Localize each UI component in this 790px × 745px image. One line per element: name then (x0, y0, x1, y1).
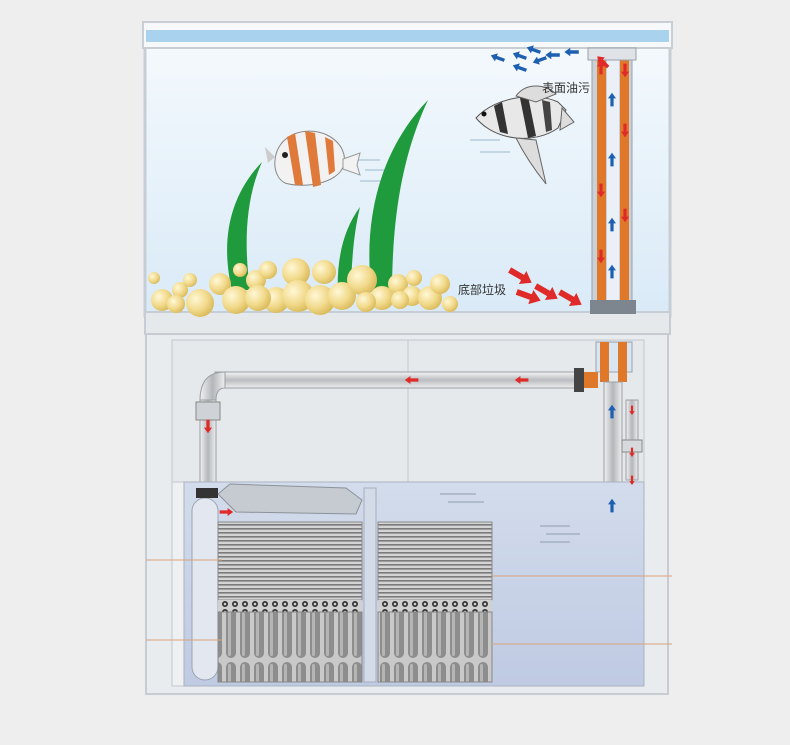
arrow-icon (629, 405, 635, 415)
gravel-ball (312, 260, 336, 284)
gravel-substrate (148, 258, 458, 317)
return-pipe (195, 368, 598, 483)
arrow-icon (607, 217, 617, 232)
leader-lines (146, 559, 672, 645)
arrow-icon (597, 56, 610, 69)
arrow-icon (629, 475, 635, 485)
arrow-icon (532, 56, 547, 65)
gravel-ball (430, 274, 450, 294)
gravel-ball (222, 286, 250, 314)
arrow-icon (545, 50, 560, 60)
arrow-icon (564, 47, 579, 57)
arrow-icon (607, 152, 617, 167)
arrow-icon (607, 404, 617, 419)
gravel-ball (391, 291, 409, 309)
bottom-flow-arrows (508, 267, 582, 306)
arrow-icon (508, 267, 532, 284)
arrow-icon (534, 283, 558, 300)
gravel-ball (209, 273, 231, 295)
arrow-icon (607, 498, 617, 513)
arrow-icon (203, 419, 213, 434)
arrow-icon (490, 53, 505, 62)
surface-flow-arrows (490, 45, 579, 72)
arrow-icon (515, 289, 541, 305)
gravel-ball (259, 261, 277, 279)
arrow-icon (514, 376, 529, 384)
angelfish-icon (475, 85, 575, 185)
gravel-ball (347, 265, 377, 295)
arrow-icon (620, 63, 630, 78)
gravel-ball (186, 289, 214, 317)
aquatic-plant (227, 100, 428, 298)
arrow-icon (629, 447, 635, 457)
arrow-icon (620, 208, 630, 223)
gravel-ball (233, 263, 247, 277)
sump-ripples (440, 493, 580, 543)
gravel-ball (305, 285, 335, 315)
gravel-ball (388, 274, 408, 294)
arrow-icon (607, 264, 617, 279)
arrow-icon (512, 51, 527, 60)
arrow-icon (219, 508, 234, 516)
arrow-icon (607, 92, 617, 107)
gravel-ball (406, 270, 422, 286)
butterflyfish-icon (265, 130, 361, 187)
gravel-ball (370, 286, 394, 310)
gravel-ball (167, 295, 185, 313)
sump-tank (183, 481, 645, 687)
arrow-icon (620, 123, 630, 138)
gravel-ball (328, 282, 356, 310)
arrow-icon (404, 376, 419, 384)
gravel-ball (245, 285, 271, 311)
cabinet-flow-arrows (203, 376, 635, 516)
arrow-icon (596, 249, 606, 264)
gravel-ball (282, 258, 310, 286)
gravel-ball (356, 292, 376, 312)
bottom-debris-label: 底部垃圾 (458, 283, 507, 297)
arrow-icon (512, 63, 527, 72)
tank-lid (146, 30, 669, 42)
gravel-ball (183, 273, 197, 287)
surface-oil-label: 表面油污 (542, 81, 591, 95)
arrow-icon (558, 289, 582, 306)
arrow-icon (526, 45, 541, 54)
column-flow-arrows (596, 56, 630, 279)
gravel-ball (148, 272, 160, 284)
arrow-icon (596, 183, 606, 198)
gravel-ball (172, 282, 188, 298)
gravel-ball (442, 296, 458, 312)
